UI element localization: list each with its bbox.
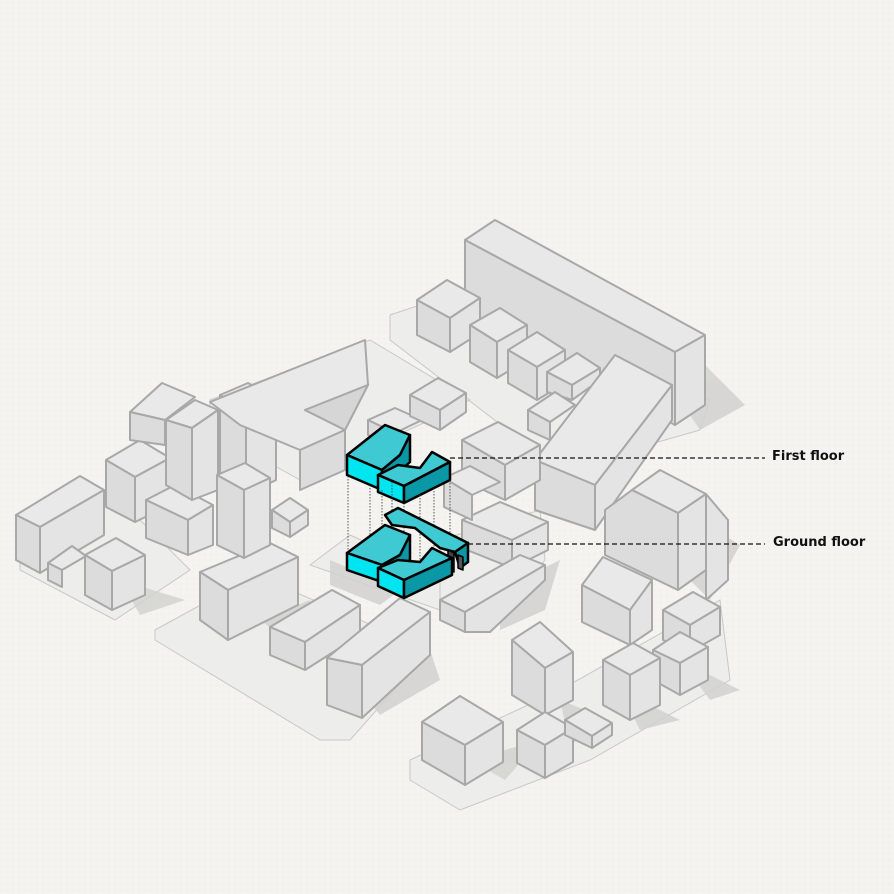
- building-south-cube-large: [421, 695, 504, 786]
- first-floor-block-b: [376, 450, 452, 505]
- building-cube-n3: [507, 331, 566, 401]
- building-south-low: [564, 707, 613, 749]
- building-west-mid-2: [145, 484, 214, 556]
- building-west-tower-2: [165, 399, 219, 501]
- building-east-wing: [705, 493, 729, 601]
- building-l-shape: [209, 339, 369, 491]
- building-west-tower-4: [216, 462, 271, 559]
- building-diagonal-east: [534, 354, 673, 531]
- ground-floor-block-b: [376, 546, 454, 600]
- building-center-behind: [443, 465, 501, 521]
- leader-lines: [450, 457, 765, 545]
- building-center-east-3: [439, 554, 546, 633]
- building-north-small-2: [409, 377, 467, 431]
- building-east-mid: [581, 556, 653, 646]
- building-sw-1: [199, 542, 299, 641]
- label-ground-floor: Ground floor: [773, 535, 866, 550]
- context-buildings: [15, 219, 729, 786]
- building-east-tall: [604, 469, 707, 591]
- building-west-cube: [84, 537, 146, 611]
- label-first-floor: First floor: [772, 449, 845, 464]
- building-cube-n1: [416, 279, 481, 353]
- focus-first-floor: [345, 423, 452, 505]
- building-west-long: [15, 475, 105, 574]
- focus-ground-floor: [345, 506, 470, 600]
- building-south-cube-mid: [516, 711, 574, 779]
- building-west-low: [271, 497, 309, 538]
- building-sw-3: [326, 597, 431, 719]
- building-cube-n5: [527, 391, 576, 441]
- building-east-cube-3: [602, 642, 661, 721]
